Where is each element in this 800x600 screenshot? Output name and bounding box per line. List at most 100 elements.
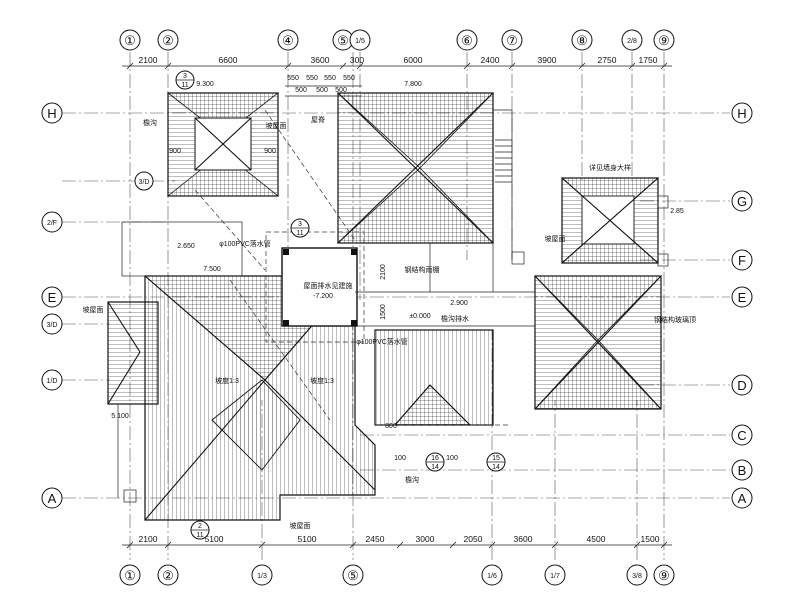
dim-top-8: 2750: [598, 55, 617, 65]
dimension-tick: [126, 541, 134, 549]
dimension-tick: [578, 62, 586, 70]
dim-top-7: 3900: [538, 55, 557, 65]
detail-ref-4: 16 14: [425, 452, 445, 472]
axis-label: 3/8: [632, 573, 642, 580]
axis-label: A: [48, 491, 57, 506]
dimension-tick: [508, 62, 516, 70]
axis-label: ⑥: [461, 33, 473, 48]
dim-small-7: 500: [335, 87, 347, 94]
dim-bottom-1: 2100: [139, 534, 158, 544]
axis-label: B: [738, 463, 747, 478]
dim-top-4: 300: [350, 55, 364, 65]
note-text: 钢结构玻璃顶: [654, 315, 696, 324]
elev-label: 5.100: [111, 413, 129, 420]
note-text: 坡屋面: [290, 521, 311, 530]
dimension-tick: [396, 541, 404, 549]
axis-label: F: [738, 253, 746, 268]
axis-label: 1/3: [257, 573, 267, 580]
note-text: 屋脊: [311, 115, 325, 124]
dimension-tick: [356, 62, 364, 70]
dimension-tick: [258, 541, 266, 549]
downpipe-markers: [283, 249, 357, 326]
dimension-tick: [164, 62, 172, 70]
bottom-dimension-chain: [122, 541, 672, 549]
dim-small: 900: [169, 148, 181, 155]
dim-small: 800: [385, 423, 397, 430]
elev-label: 2.85: [670, 208, 684, 215]
detail-ref-3: 2 11: [190, 520, 210, 540]
dimension-tick: [633, 541, 641, 549]
dim-top-1: 2100: [139, 55, 158, 65]
axis-label: ⑦: [506, 33, 518, 48]
note-text: 屋面排水见建施: [304, 281, 353, 290]
svg-text:11: 11: [196, 532, 203, 539]
detail-ref-1: 3 11: [175, 70, 195, 90]
dim-small-6: 500: [316, 87, 328, 94]
dim-top-6: 2400: [481, 55, 500, 65]
axis-label: 2/F: [47, 220, 57, 227]
axis-label: ⑧: [576, 33, 588, 48]
detail-ref-2: 3 11: [290, 218, 310, 238]
axis-label: 1/7: [550, 573, 560, 580]
dim-small: 100: [446, 455, 458, 462]
elev-label: 2.650: [177, 243, 195, 250]
stair-lines: [493, 109, 513, 260]
axis-label: ⑤: [347, 568, 359, 583]
roof-top-middle: [336, 92, 494, 244]
dim-bottom-2: 5100: [205, 534, 224, 544]
note-text: 坡屋面: [266, 121, 287, 130]
elev-label: 7.500: [203, 266, 221, 273]
top-dimension-chain: [122, 62, 672, 70]
dimension-tick: [660, 541, 668, 549]
svg-text:3: 3: [298, 221, 302, 228]
elev-label: 9.300: [196, 81, 214, 88]
detail-ref-5: 15 14: [486, 452, 506, 472]
roof-top-left: [166, 92, 280, 197]
dim-vertical: 2100: [380, 264, 387, 280]
svg-text:11: 11: [296, 230, 303, 237]
dim-small: 100: [394, 455, 406, 462]
dim-small-4: 550: [343, 75, 355, 82]
axis-label: D: [737, 378, 746, 393]
note-text: 坡屋面: [545, 234, 566, 243]
dim-bottom-9: 1500: [641, 534, 660, 544]
axis-bubbles-top: ① ② ④ ⑤ 1/5 ⑥ ⑦ ⑧ 2/8 ⑨: [119, 29, 675, 51]
axis-label: E: [738, 290, 747, 305]
axis-label: ④: [282, 33, 294, 48]
note-text: 坡度1:3: [310, 376, 334, 385]
roof-middle-lower: [374, 329, 494, 426]
dimension-tick: [660, 62, 668, 70]
roof-right-lower: [534, 275, 662, 410]
note-text: φ100PVC落水管: [356, 337, 408, 346]
note-text: 檐沟排水: [441, 314, 469, 323]
axis-label: C: [737, 428, 746, 443]
axis-label: ⑨: [658, 568, 670, 583]
axis-label: G: [737, 194, 747, 209]
flat-roof-outlines: [117, 195, 669, 503]
axis-label: E: [48, 290, 57, 305]
dim-small-2: 550: [306, 75, 318, 82]
dim-bottom-7: 3600: [514, 534, 533, 544]
roof-right-top: [560, 177, 660, 264]
axis-label: ⑨: [658, 33, 670, 48]
dimension-tick: [339, 62, 347, 70]
dim-bottom-6: 2050: [464, 534, 483, 544]
svg-text:2: 2: [198, 523, 202, 530]
roof-left-wing: [107, 301, 159, 405]
dimension-tick: [284, 62, 292, 70]
elev-label: -7.200: [313, 293, 333, 300]
axis-label: ①: [124, 33, 136, 48]
axis-label: 1/6: [487, 573, 497, 580]
elev-label: 2.900: [450, 300, 468, 307]
dim-vertical: 1500: [380, 304, 387, 320]
axis-label: H: [737, 106, 746, 121]
svg-text:14: 14: [431, 464, 439, 471]
note-text: 坡度1:3: [215, 376, 239, 385]
dim-top-3: 3600: [311, 55, 330, 65]
note-text: 檐沟: [405, 475, 419, 484]
dimension-tick: [449, 541, 457, 549]
axis-label: ②: [162, 568, 174, 583]
note-text: 檐沟: [143, 118, 157, 127]
axis-label: 1/5: [355, 38, 365, 45]
